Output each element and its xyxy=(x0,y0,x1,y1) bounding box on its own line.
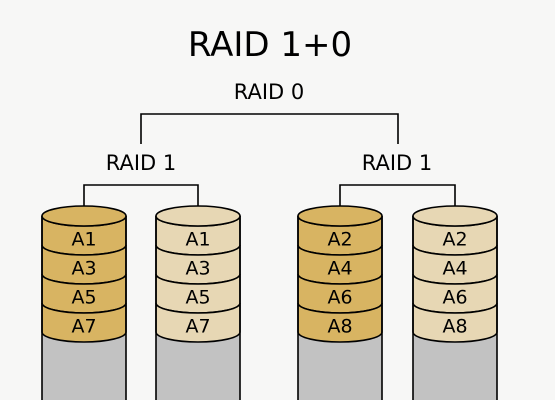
block-label-a5: A5 xyxy=(185,287,210,309)
block-label-a4: A4 xyxy=(442,258,467,280)
raid1-connector-left xyxy=(83,184,199,217)
block-label-a3: A3 xyxy=(71,258,96,280)
disk-body xyxy=(42,332,126,400)
raid0-connector xyxy=(140,113,399,144)
block-label-a8: A8 xyxy=(327,316,352,338)
block-label-a5: A5 xyxy=(71,287,96,309)
block-label-a8: A8 xyxy=(442,316,467,338)
disk-top xyxy=(297,205,383,227)
block-label-a4: A4 xyxy=(327,258,352,280)
raid1-connector-right xyxy=(339,184,456,217)
block-label-a2: A2 xyxy=(327,229,352,251)
block-label-a7: A7 xyxy=(185,316,210,338)
disk-top xyxy=(412,205,498,227)
block-label-a1: A1 xyxy=(71,229,96,251)
disk-body xyxy=(298,332,382,400)
block-label-a6: A6 xyxy=(327,287,352,309)
block-label-a1: A1 xyxy=(185,229,210,251)
disk-body xyxy=(156,332,240,400)
block-label-a2: A2 xyxy=(442,229,467,251)
raid1-label-left: RAID 1 xyxy=(106,151,177,175)
block-label-a3: A3 xyxy=(185,258,210,280)
raid1-label-right: RAID 1 xyxy=(362,151,433,175)
block-label-a6: A6 xyxy=(442,287,467,309)
diagram-title: RAID 1+0 xyxy=(188,25,352,65)
disk-top xyxy=(41,205,127,227)
block-label-a7: A7 xyxy=(71,316,96,338)
disk-top xyxy=(155,205,241,227)
disk-body xyxy=(413,332,497,400)
raid0-label: RAID 0 xyxy=(234,80,305,104)
